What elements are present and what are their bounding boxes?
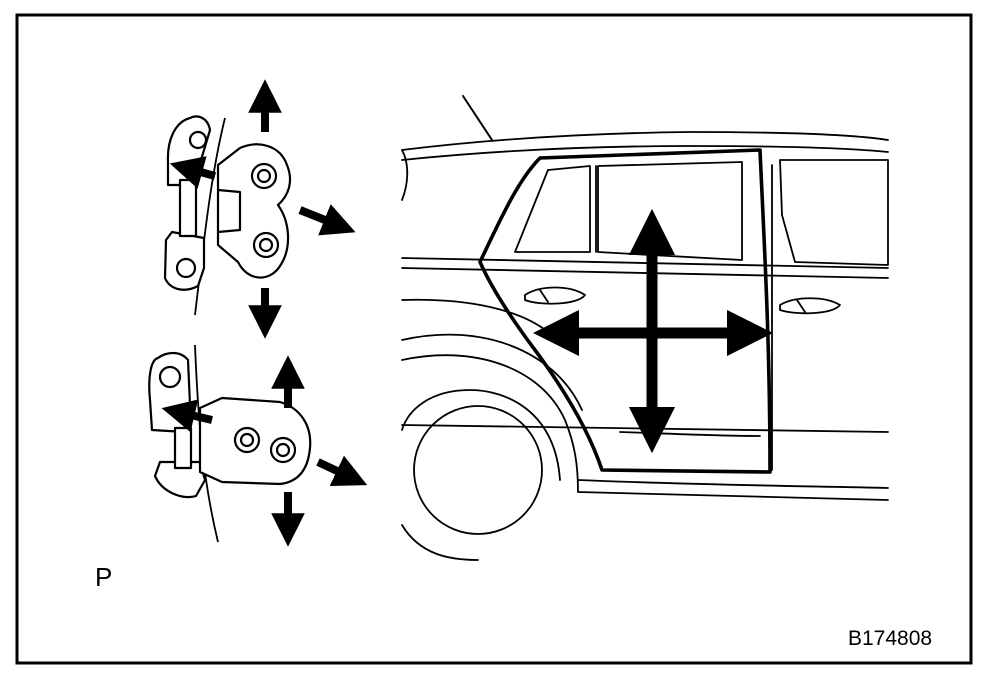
lower-hinge xyxy=(148,344,312,543)
rear-side-window xyxy=(514,165,591,253)
view-label: P xyxy=(95,562,113,592)
car-side-view xyxy=(401,95,889,561)
figure-border xyxy=(15,13,973,665)
rear-door-outline xyxy=(478,148,772,474)
front-door-window xyxy=(779,159,889,266)
arrow-right-icon xyxy=(298,204,356,236)
door-move-arrows xyxy=(532,208,774,454)
rear-wheel-arch xyxy=(401,354,579,493)
rear-wheel xyxy=(401,389,561,481)
front-door-handle xyxy=(779,297,841,315)
roof-line xyxy=(401,131,889,151)
rear-door-handle xyxy=(524,286,586,305)
upper-hinge-arrows xyxy=(169,79,356,339)
door-window xyxy=(597,161,743,261)
arrow-right-icon xyxy=(316,455,368,487)
antenna xyxy=(462,95,493,141)
figure-id: B174808 xyxy=(848,627,933,650)
arrow-left-icon xyxy=(169,156,217,189)
lower-hinge-arrows xyxy=(161,355,368,547)
upper-hinge xyxy=(163,115,292,316)
lower-body-line xyxy=(577,479,889,489)
arrow-left-icon xyxy=(161,399,213,433)
